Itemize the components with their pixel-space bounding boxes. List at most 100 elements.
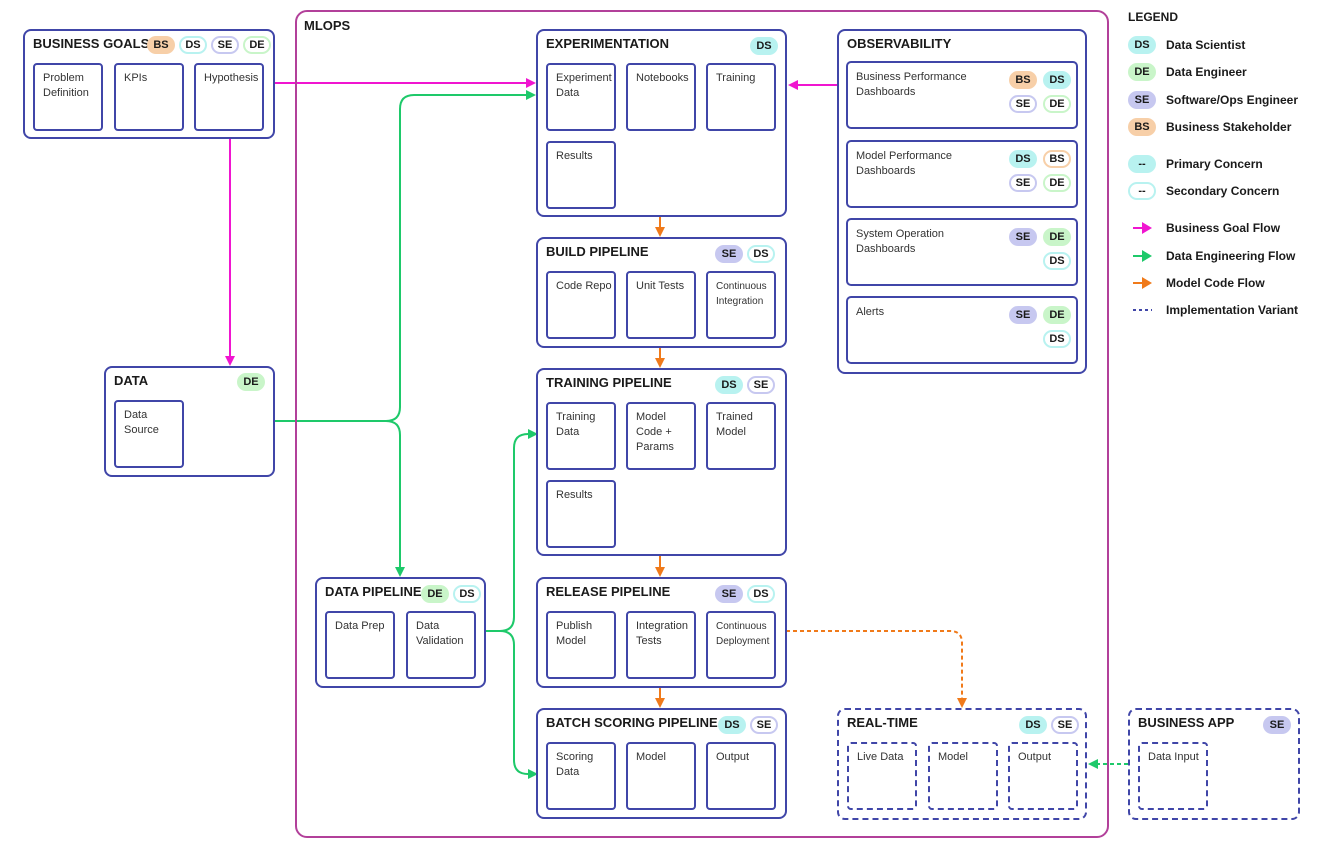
experimentation-title: EXPERIMENTATION: [546, 36, 670, 51]
live-data-box: Live Data: [847, 742, 917, 810]
se-secondary-badge: SE: [750, 716, 778, 734]
legend-role-bs: BS Business Stakeholder: [1128, 118, 1291, 136]
bs-primary-badge: BS: [147, 36, 175, 54]
real-time-output-box: Output: [1008, 742, 1078, 810]
data-badges: DE: [237, 373, 265, 391]
se-primary-badge: SE: [715, 585, 743, 603]
continuous-deployment-box: Continuous Deployment: [706, 611, 776, 679]
ds-primary-badge: DS: [718, 716, 746, 734]
continuous-integration-box: Continuous Integration: [706, 271, 776, 339]
legend-data-engineering-flow: Data Engineering Flow: [1128, 247, 1295, 265]
legend-model-code-flow-label: Model Code Flow: [1166, 276, 1265, 290]
se-secondary-badge: SE: [1051, 716, 1079, 734]
legend-primary-concern: -- Primary Concern: [1128, 155, 1263, 173]
se-primary-badge: SE: [1009, 306, 1037, 324]
legend-secondary-concern: -- Secondary Concern: [1128, 182, 1279, 200]
legend-implementation-variant-label: Implementation Variant: [1166, 303, 1299, 317]
batch-output-box: Output: [706, 742, 776, 810]
code-repo-box: Code Repo: [546, 271, 616, 339]
business-goals-title: BUSINESS GOALS: [33, 36, 150, 51]
legend-data-engineering-flow-label: Data Engineering Flow: [1166, 249, 1296, 263]
business-app-badges: SE: [1263, 716, 1291, 734]
bs-primary-badge: BS: [1009, 71, 1037, 89]
legend-se-label: Software/Ops Engineer: [1166, 93, 1299, 107]
experiment-results-box: Results: [546, 141, 616, 209]
data-pipeline-title: DATA PIPELINE: [325, 584, 422, 599]
ds-secondary-badge: DS: [1043, 330, 1071, 348]
experimentation-badges: DS: [750, 37, 778, 55]
de-secondary-badge: DE: [1043, 95, 1071, 113]
business-app-section: BUSINESS APP SE Data Input: [1128, 708, 1300, 820]
legend-role-de: DE Data Engineer: [1128, 63, 1247, 81]
experimentation-section: EXPERIMENTATION DS Experiment Data Noteb…: [536, 29, 787, 217]
experiment-data-box: Experiment Data: [546, 63, 616, 131]
data-section: DATA DE Data Source: [104, 366, 275, 477]
business-performance-dashboards-badges: BS DS SE DE: [1009, 71, 1071, 113]
mlops-container: MLOPS: [295, 10, 1109, 838]
orange-arrow-icon: [1128, 274, 1156, 292]
de-primary-badge: DE: [1043, 306, 1071, 324]
real-time-model-box: Model: [928, 742, 998, 810]
notebooks-box: Notebooks: [626, 63, 696, 131]
se-primary-badge: SE: [715, 245, 743, 263]
legend-se-badge: SE: [1128, 91, 1156, 109]
data-to-data-pipeline-arrow: [385, 420, 405, 577]
se-secondary-badge: SE: [211, 36, 239, 54]
legend-primary-symbol: --: [1128, 155, 1156, 173]
data-pipeline-to-batch-scoring-arrow: [499, 630, 538, 779]
se-secondary-badge: SE: [747, 376, 775, 394]
ds-secondary-badge: DS: [1043, 252, 1071, 270]
de-primary-badge: DE: [1043, 228, 1071, 246]
model-performance-dashboards-label: Model Performance Dashboards: [856, 150, 952, 177]
mlops-label: MLOPS: [304, 18, 351, 33]
unit-tests-box: Unit Tests: [626, 271, 696, 339]
legend-model-code-flow: Model Code Flow: [1128, 274, 1265, 292]
dashed-line-icon: [1128, 301, 1156, 319]
ds-primary-badge: DS: [750, 37, 778, 55]
se-secondary-badge: SE: [1009, 95, 1037, 113]
ds-secondary-badge: DS: [747, 245, 775, 263]
ds-primary-badge: DS: [1043, 71, 1071, 89]
alerts-label: Alerts: [856, 306, 885, 318]
bs-secondary-badge: BS: [1043, 150, 1071, 168]
problem-definition-box: Problem Definition: [33, 63, 103, 131]
kpis-box: KPIs: [114, 63, 184, 131]
alerts-badges: SE DE DS: [1009, 306, 1071, 348]
observability-title: OBSERVABILITY: [847, 36, 952, 51]
legend-implementation-variant: Implementation Variant: [1128, 301, 1298, 319]
ds-secondary-badge: DS: [747, 585, 775, 603]
legend-business-goal-flow: Business Goal Flow: [1128, 219, 1280, 237]
legend-ds-label: Data Scientist: [1166, 38, 1246, 52]
ds-primary-badge: DS: [1019, 716, 1047, 734]
model-code-params-box: Model Code + Params: [626, 402, 696, 470]
training-pipeline-title: TRAINING PIPELINE: [546, 375, 672, 390]
release-pipeline-title: RELEASE PIPELINE: [546, 584, 671, 599]
data-pipeline-to-training-arrow: [486, 429, 538, 632]
de-secondary-badge: DE: [243, 36, 271, 54]
se-secondary-badge: SE: [1009, 174, 1037, 192]
hypothesis-box: Hypothesis: [194, 63, 264, 131]
legend-primary-label: Primary Concern: [1166, 157, 1263, 171]
legend-ds-badge: DS: [1128, 36, 1156, 54]
batch-model-box: Model: [626, 742, 696, 810]
release-to-real-time-arrow: [786, 630, 967, 708]
pink-arrow-icon: [1128, 219, 1156, 237]
ds-secondary-badge: DS: [179, 36, 207, 54]
legend-de-badge: DE: [1128, 63, 1156, 81]
legend-role-ds: DS Data Scientist: [1128, 36, 1245, 54]
legend-de-label: Data Engineer: [1166, 65, 1247, 79]
data-prep-box: Data Prep: [325, 611, 395, 679]
data-title: DATA: [114, 373, 149, 388]
legend-business-goal-flow-label: Business Goal Flow: [1166, 221, 1281, 235]
